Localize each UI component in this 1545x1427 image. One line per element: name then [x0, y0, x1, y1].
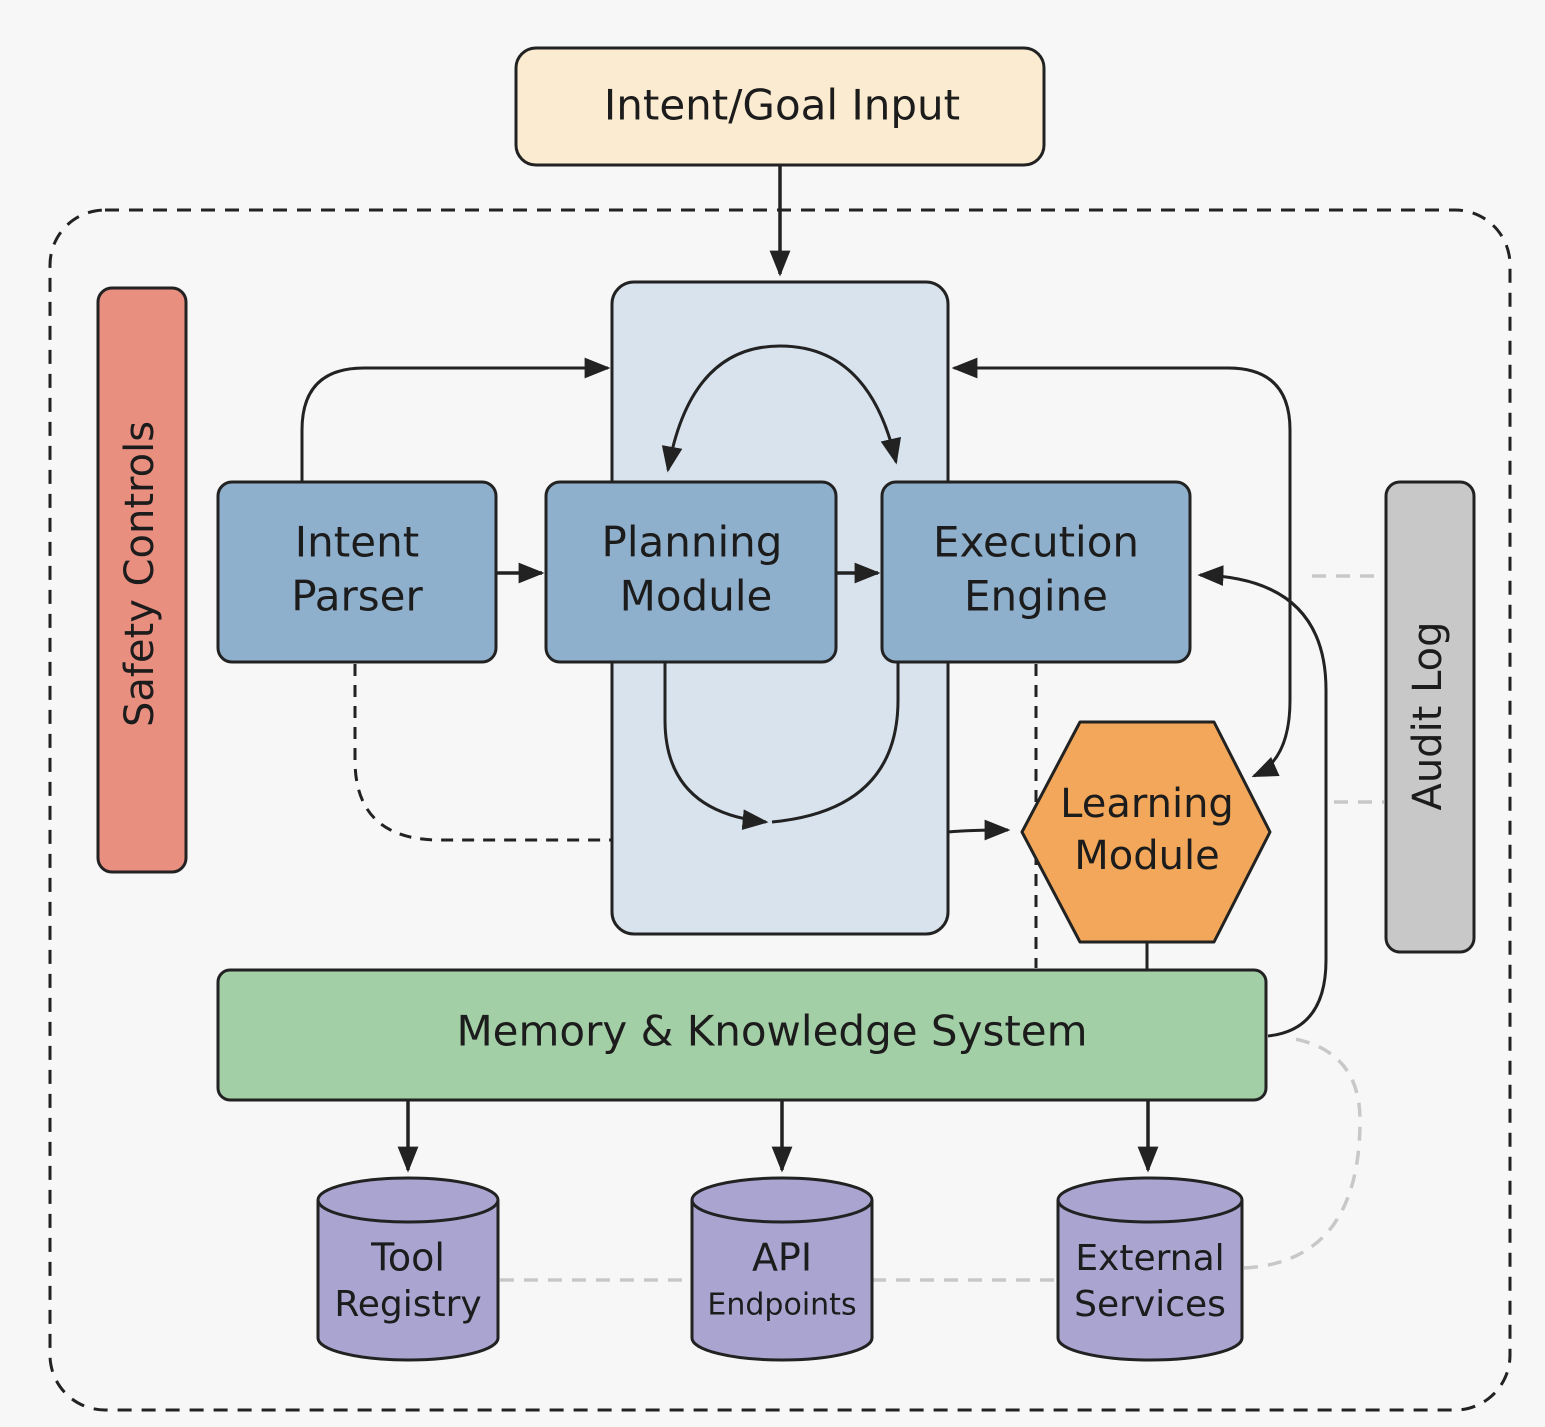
node-intent-parser: Intent Parser	[216, 480, 498, 664]
memory-system-label: Memory & Knowledge System	[456, 1007, 1087, 1056]
edge-core-to-learning-right	[1251, 560, 1292, 778]
edge-core-inner-loop-right	[771, 662, 900, 824]
safety-controls-label: Safety Controls	[117, 421, 163, 727]
intent-parser-label-line2: Parser	[291, 572, 423, 621]
execution-engine-label-line2: Engine	[964, 572, 1108, 621]
external-services-label-line1: External	[1075, 1238, 1224, 1279]
tool-registry-label-line1: Tool	[370, 1236, 445, 1280]
node-intent-goal-input: Intent/Goal Input	[514, 46, 1046, 167]
api-endpoints-label-line2: Endpoints	[707, 1288, 856, 1323]
external-services-label-line2: Services	[1074, 1284, 1226, 1325]
audit-log-label: Audit Log	[1405, 621, 1451, 810]
node-safety-controls: Safety Controls	[96, 286, 188, 874]
planning-module-label-line1: Planning	[602, 518, 783, 567]
node-tool-registry: Tool Registry	[316, 1176, 500, 1362]
node-audit-log: Audit Log	[1384, 480, 1476, 954]
intent-goal-input-label: Intent/Goal Input	[604, 81, 960, 130]
node-learning-module: Learning Module	[1020, 720, 1272, 944]
intent-parser-label-line1: Intent	[295, 518, 419, 567]
edge-core-inner-arc-right	[779, 344, 902, 465]
edge-external-to-memory-dashed	[1243, 1036, 1362, 1270]
node-api-endpoints: API Endpoints	[690, 1176, 874, 1362]
edge-parser-dashed-to-core	[353, 664, 612, 842]
planning-module-label-line2: Module	[620, 572, 773, 621]
learning-module-label-line1: Learning	[1060, 781, 1234, 827]
node-external-services: External Services	[1056, 1176, 1244, 1362]
edge-core-to-learning	[947, 819, 1011, 841]
edge-core-inner-arc-left	[661, 344, 781, 473]
learning-module-label-line2: Module	[1074, 833, 1219, 879]
api-endpoints-label-line1: API	[752, 1236, 812, 1280]
tool-registry-label-line2: Registry	[334, 1284, 481, 1325]
node-memory-knowledge-system: Memory & Knowledge System	[216, 968, 1268, 1102]
edge-parser-to-core-top	[300, 357, 611, 482]
node-planning-module: Planning Module	[544, 480, 838, 664]
node-execution-engine: Execution Engine	[880, 480, 1192, 664]
execution-engine-label-line1: Execution	[933, 518, 1139, 567]
edge-learning-to-core-top	[951, 357, 1292, 560]
edge-memory-to-execution	[1197, 565, 1328, 1038]
edge-core-inner-loop-left	[663, 662, 769, 831]
